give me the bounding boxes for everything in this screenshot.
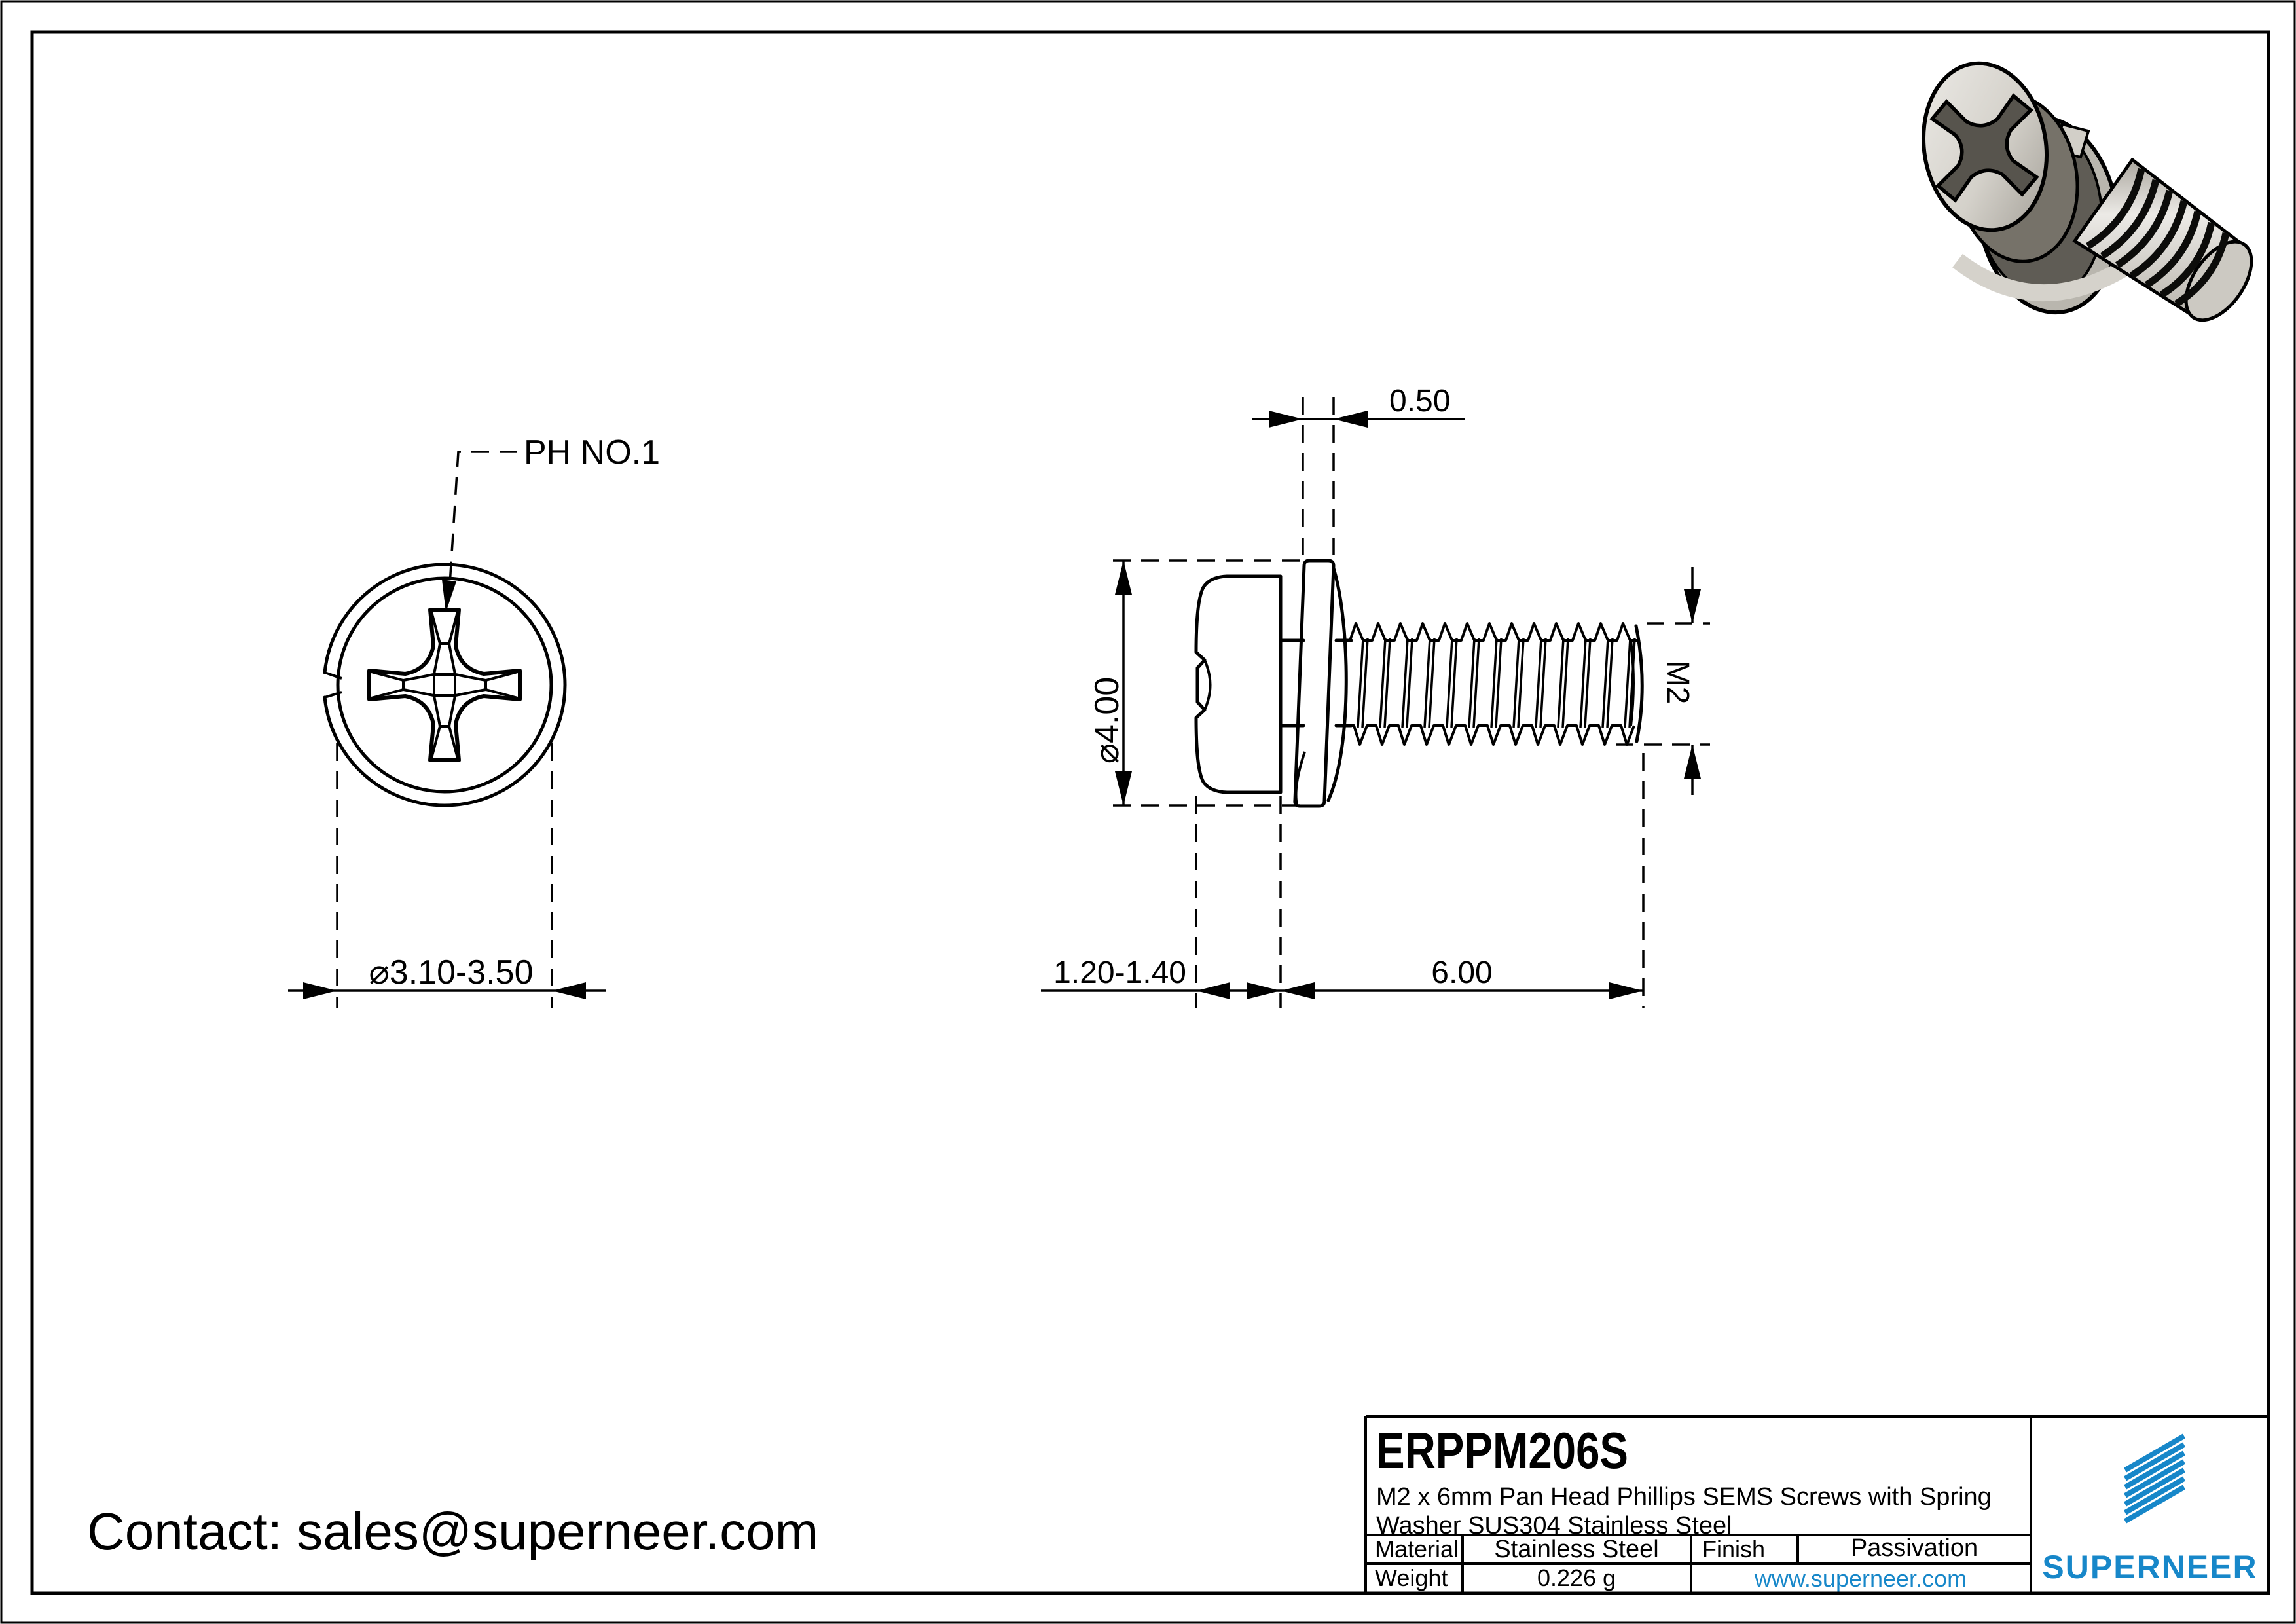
iso-washer-highlight: [1952, 253, 2132, 301]
thread-end-edge: [1634, 624, 1644, 743]
arrowhead-icon: [1196, 982, 1230, 999]
contact-text: Contact: sales@superneer.com: [87, 1502, 818, 1560]
washer-thickness-dimension: 0.50: [1252, 384, 1465, 558]
brand-logo-icon: SUPERNEER: [2042, 1433, 2257, 1585]
extension-lines: [1113, 559, 1302, 807]
head-diameter-dimension: ⌀4.00: [1088, 559, 1302, 807]
part-number: ERPPM206S: [1376, 1422, 1628, 1479]
arrowhead-icon: [1269, 411, 1303, 428]
arrowhead-icon: [552, 982, 586, 999]
iso-thread-bands: [2086, 168, 2230, 307]
arrowhead-icon: [303, 982, 337, 999]
weight-label: Weight: [1375, 1564, 1448, 1591]
iso-tip: [2184, 240, 2253, 322]
extension-lines: [1616, 622, 1710, 746]
arrowhead-icon: [1115, 561, 1132, 595]
arrowhead-icon: [1115, 771, 1132, 805]
thread-flanks-b: [1361, 638, 1636, 728]
thread-flanks-a: [1357, 638, 1631, 728]
washer-thickness-value: 0.50: [1389, 384, 1450, 418]
title-block: ERPPM206S M2 x 6mm Pan Head Phillips SEM…: [1364, 1415, 2269, 1593]
head-recess-depth-line: [1203, 659, 1212, 710]
extension-lines: [1302, 397, 1335, 558]
washer-split-edge: [1294, 751, 1306, 806]
thread-length-value: 6.00: [1431, 955, 1492, 990]
brand-name: SUPERNEER: [2042, 1549, 2257, 1585]
top-view: PH NO.1 ⌀3.10-3.50: [288, 434, 660, 1008]
extension-lines: [336, 743, 553, 1008]
shank-root-lines: [1279, 638, 1353, 728]
recess-center-square: [433, 673, 456, 697]
arrowhead-icon: [1684, 589, 1701, 623]
recess-callout-label: PH NO.1: [524, 434, 660, 471]
description-line2: Washer SUS304 Stainless Steel: [1376, 1512, 1732, 1540]
finish-value: Passivation: [1851, 1534, 1978, 1562]
arrowhead-icon: [1609, 982, 1643, 999]
material-label: Material: [1375, 1536, 1459, 1562]
top-view-diameter-dimension: ⌀3.10-3.50: [288, 743, 606, 1008]
length-dimensions: 1.20-1.40 6.00: [1041, 753, 1645, 1008]
washer-back-edge: [1326, 566, 1348, 802]
title-block-grid: [1364, 1415, 2269, 1593]
washer-outer-circle: [323, 563, 567, 807]
phillips-recess-icon: [369, 610, 520, 760]
head-circle: [336, 576, 553, 794]
callout-arrowhead-icon: [442, 580, 456, 612]
description-line1: M2 x 6mm Pan Head Phillips SEMS Screws w…: [1376, 1483, 1992, 1511]
thread-size-value: M2: [1660, 661, 1695, 705]
thread-bottom-crests: [1350, 724, 1635, 746]
thread-end-minor-edge: [1630, 640, 1635, 726]
side-view: 0.50 ⌀4.00 M2 1.20-1.40 6.00: [1041, 384, 1710, 1008]
arrowhead-icon: [1281, 982, 1315, 999]
finish-label: Finish: [1702, 1536, 1765, 1562]
extension-lines: [1195, 753, 1645, 1008]
website-link[interactable]: www.superneer.com: [1754, 1565, 1967, 1592]
thread-size-dimension: M2: [1616, 567, 1710, 795]
drawing-frame: [30, 30, 2270, 1595]
weight-value: 0.226 g: [1537, 1564, 1616, 1591]
head-profile: [1194, 574, 1283, 794]
arrowhead-icon: [1334, 411, 1368, 428]
recess-callout: PH NO.1: [442, 434, 660, 612]
iso-view: [1902, 61, 2253, 322]
arrowhead-icon: [1684, 745, 1701, 779]
head-diameter-value: ⌀3.10-3.50: [369, 953, 533, 991]
thread-top-crests: [1349, 622, 1639, 642]
head-diameter-value: ⌀4.00: [1088, 677, 1126, 764]
material-value: Stainless Steel: [1494, 1536, 1658, 1563]
arrowhead-icon: [1247, 982, 1281, 999]
head-height-value: 1.20-1.40: [1053, 955, 1186, 990]
callout-leader: [448, 451, 517, 585]
